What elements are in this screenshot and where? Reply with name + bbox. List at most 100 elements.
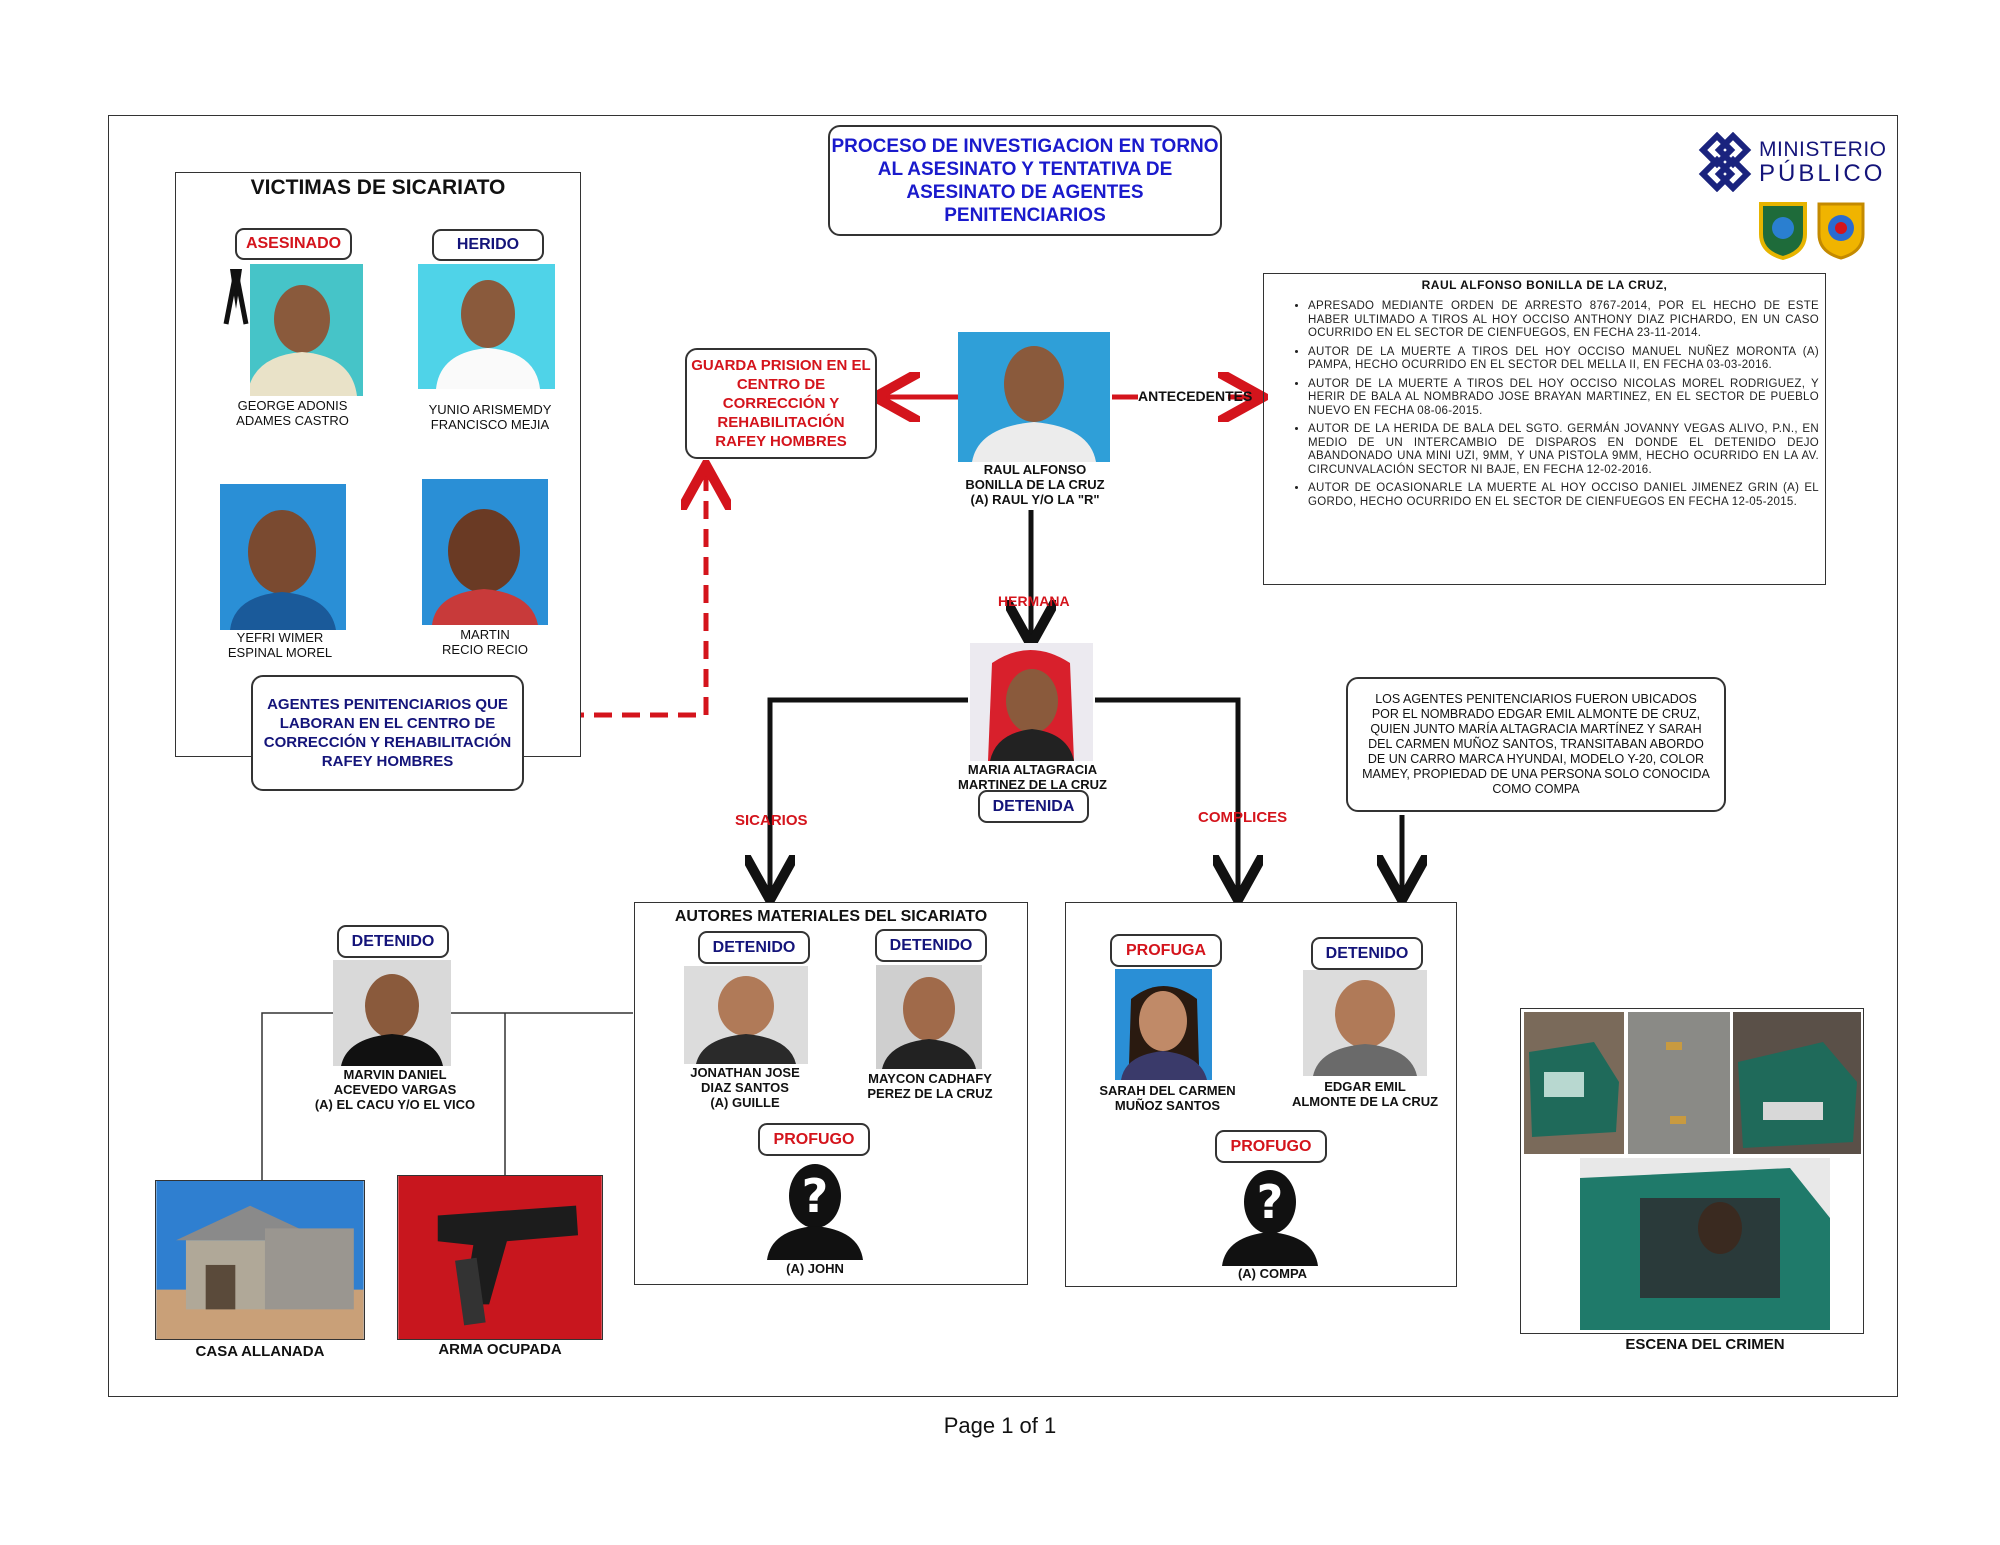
sarah-name-1: SARAH DEL CARMEN [1099, 1083, 1236, 1098]
photo-arma [397, 1175, 603, 1340]
logo-line2: PÚBLICO [1759, 160, 1886, 187]
jonathan-name-2: DIAZ SANTOS [701, 1080, 789, 1095]
ministerio-logo-icon [1698, 132, 1752, 192]
badge-detenido-jonathan: DETENIDO [698, 931, 810, 964]
victim-photo-martin [422, 479, 548, 625]
person-silhouette-icon [222, 264, 363, 396]
crime-scene-photo-ground [1628, 1012, 1730, 1154]
maycon-name-1: MAYCON CADHAFY [868, 1071, 992, 1086]
diagram-frame [108, 115, 1898, 1397]
escena-label: ESCENA DEL CRIMEN [1625, 1336, 1785, 1353]
policia-shield-icon [1759, 202, 1807, 260]
ground-icon [1628, 1012, 1730, 1154]
victim-name-george-1: GEORGE ADONIS [237, 398, 348, 413]
note-box: LOS AGENTES PENITENCIARIOS FUERON UBICAD… [1346, 677, 1726, 812]
edgar-name-1: EDGAR EMIL [1324, 1079, 1406, 1094]
victim-photo-yefri [220, 484, 346, 630]
maycon-name-2: PEREZ DE LA CRUZ [867, 1086, 993, 1101]
antecedentes-label: ANTECEDENTES [1138, 388, 1253, 404]
svg-text:?: ? [802, 1169, 829, 1223]
person-silhouette-icon [876, 965, 982, 1069]
badge-profugo-compa: PROFUGO [1215, 1130, 1327, 1163]
compa-name: (A) COMPA [1237, 1266, 1308, 1281]
guard-box: GUARDA PRISION EN EL CENTRO DE CORRECCIÓ… [685, 348, 877, 459]
car-icon [1524, 1012, 1624, 1154]
victim-name-yunio-2: FRANCISCO MEJIA [430, 417, 550, 432]
raul-name-1: RAUL ALFONSO [983, 462, 1087, 477]
logo-line1: MINISTERIO [1759, 138, 1887, 161]
crime-scene-photo-car-3 [1580, 1158, 1830, 1330]
badge-herido: HERIDO [432, 229, 544, 261]
marvin-tree [261, 1012, 633, 1180]
person-silhouette-icon [958, 332, 1110, 462]
person-silhouette-icon [422, 479, 548, 625]
person-silhouette-icon [220, 484, 346, 630]
antecedente-item: AUTOR DE LA MUERTE A TIROS DEL HOY OCCIS… [1308, 346, 1819, 373]
badge-asesinado: ASESINADO [235, 228, 352, 260]
person-silhouette-icon [1115, 969, 1212, 1080]
victims-heading: VICTIMAS DE SICARIATO [250, 176, 506, 199]
dicrim-shield-icon [1817, 202, 1865, 260]
svg-text:?: ? [1257, 1175, 1284, 1229]
autores-heading: AUTORES MATERIALES DEL SICARIATO [674, 908, 988, 925]
unknown-person-icon: ? [1222, 1170, 1318, 1266]
raul-name-3: (A) RAUL Y/O LA "R" [970, 492, 1100, 507]
photo-jonathan [684, 966, 808, 1064]
photo-casa [155, 1180, 365, 1340]
badge-profugo-john: PROFUGO [758, 1123, 870, 1156]
victim-name-yefri-1: YEFRI WIMER [236, 630, 324, 645]
sicarios-label: SICARIOS [735, 812, 808, 829]
photo-raul [958, 332, 1110, 462]
person-silhouette-icon [418, 264, 555, 389]
hermana-label: HERMANA [998, 593, 1070, 609]
car-icon [1733, 1012, 1861, 1154]
victim-name-yefri-2: ESPINAL MOREL [227, 645, 333, 660]
victim-photo-yunio [418, 264, 555, 389]
victim-name-yunio-1: YUNIO ARISMEMDY [428, 402, 552, 417]
badge-detenido-marvin: DETENIDO [337, 925, 449, 958]
unknown-person-icon: ? [767, 1164, 863, 1260]
page-title: PROCESO DE INVESTIGACION EN TORNO AL ASE… [828, 125, 1222, 236]
pistol-icon [398, 1176, 602, 1339]
arrow-maria-complices [1095, 697, 1238, 895]
house-icon [156, 1181, 364, 1339]
photo-maycon [876, 965, 982, 1069]
antecedente-item: AUTOR DE LA MUERTE A TIROS DEL HOY OCCIS… [1308, 378, 1819, 419]
person-silhouette-icon [1303, 970, 1427, 1076]
raul-name-2: BONILLA DE LA CRUZ [965, 477, 1105, 492]
arma-label: ARMA OCUPADA [438, 1341, 562, 1358]
victim-name-george-2: ADAMES CASTRO [236, 413, 349, 428]
complices-label: COMPLICES [1198, 809, 1288, 826]
maria-name-1: MARIA ALTAGRACIA [967, 762, 1098, 777]
antecedente-item: AUTOR DE OCASIONARLE LA MUERTE AL HOY OC… [1308, 482, 1819, 509]
sarah-name-2: MUÑOZ SANTOS [1114, 1098, 1221, 1113]
photo-edgar [1303, 970, 1427, 1076]
photo-sarah [1115, 969, 1212, 1080]
crime-scene-photo-car-2 [1733, 1012, 1861, 1154]
jonathan-name-3: (A) GUILLE [710, 1095, 780, 1110]
photo-maria [970, 643, 1093, 761]
maria-name-2: MARTINEZ DE LA CRUZ [957, 777, 1107, 792]
badge-detenido-edgar: DETENIDO [1311, 937, 1423, 970]
antecedentes-heading: RAUL ALFONSO BONILLA DE LA CRUZ, [1421, 278, 1668, 292]
crime-scene-photo-car-1 [1524, 1012, 1624, 1154]
car-icon [1580, 1158, 1830, 1330]
victim-name-martin-1: MARTIN [460, 627, 510, 642]
antecedentes-panel: RAUL ALFONSO BONILLA DE LA CRUZ, APRESAD… [1263, 273, 1826, 585]
dashed-agents-guard [538, 470, 706, 718]
ministerio-logo: MINISTERIO PÚBLICO [1695, 132, 1887, 262]
person-silhouette-icon [684, 966, 808, 1064]
photo-marvin [333, 960, 451, 1066]
antecedente-item: AUTOR DE LA HERIDA DE BALA DEL SGTO. GER… [1308, 423, 1819, 477]
marvin-name-3: (A) EL CACU Y/O EL VICO [314, 1097, 476, 1112]
badge-profuga-sarah: PROFUGA [1110, 934, 1222, 967]
jonathan-name-1: JONATHAN JOSE [690, 1065, 800, 1080]
marvin-name-2: ACEVEDO VARGAS [333, 1082, 457, 1097]
antecedente-item: APRESADO MEDIANTE ORDEN DE ARRESTO 8767-… [1308, 300, 1819, 341]
person-silhouette-icon [333, 960, 451, 1066]
arrow-maria-sicarios [770, 697, 968, 895]
badge-detenido-maycon: DETENIDO [875, 929, 987, 962]
victim-photo-george [222, 264, 363, 396]
badge-detenida: DETENIDA [978, 790, 1089, 823]
john-name: (A) JOHN [786, 1261, 844, 1276]
